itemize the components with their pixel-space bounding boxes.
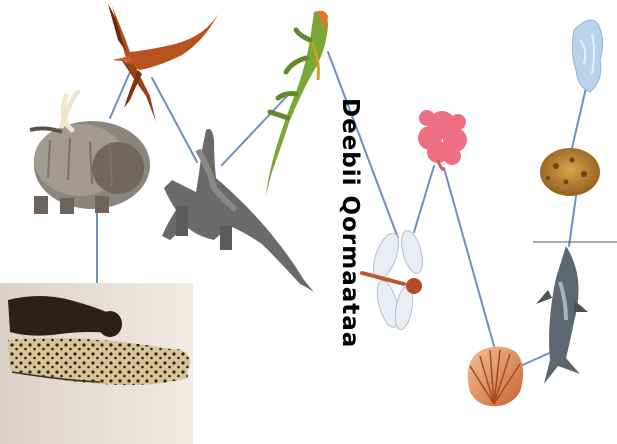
connector-sponge-jellyfish [572,88,586,148]
coral-image[interactable] [418,110,467,170]
scallop-image[interactable] [468,346,523,406]
connector-coral-scallop [444,168,494,346]
connector-ichthyosaur-sponge [569,196,576,246]
mammoth-image[interactable] [30,92,150,214]
diagram-title: Deebii Qormaataa [337,98,363,348]
lizard-image[interactable] [266,11,328,196]
jellyfish-image[interactable] [572,20,602,92]
humans-cheetah-image[interactable] [0,283,193,444]
pterosaur-image[interactable] [108,4,218,122]
sauropod-image[interactable] [162,129,314,292]
connector-dragonfly-coral [414,166,434,232]
connector-mammoth-pterosaur [110,72,130,118]
sponge-image[interactable] [540,148,600,196]
connector-pterosaur-sauropod [152,78,197,162]
dragonfly-image[interactable] [362,228,426,331]
ichthyosaur-image[interactable] [536,246,588,384]
